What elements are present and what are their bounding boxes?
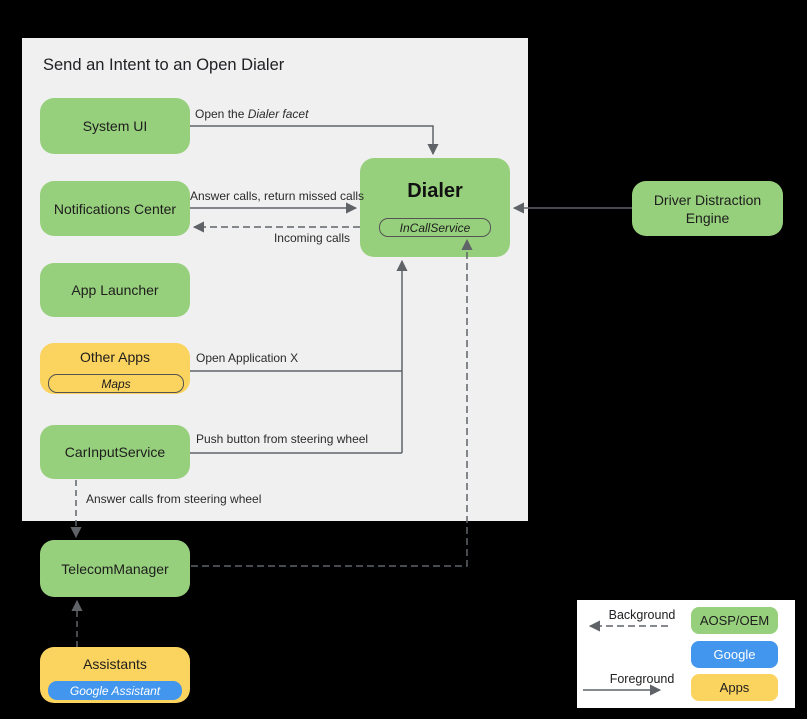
node-label: Assistants bbox=[83, 656, 147, 672]
label-open-dialer-prefix: Open the bbox=[195, 107, 248, 121]
node-telecom-manager: TelecomManager bbox=[40, 540, 190, 597]
label-open-dialer-italic: Dialer facet bbox=[247, 107, 309, 121]
node-system-ui: System UI bbox=[40, 98, 190, 154]
legend-background-label: Background bbox=[608, 608, 676, 622]
node-label: Notifications Center bbox=[53, 200, 177, 217]
label-answer-steering: Answer calls from steering wheel bbox=[86, 492, 262, 506]
legend: Background Foreground AOSP/OEM Google Ap… bbox=[575, 598, 797, 710]
legend-pill-google: Google bbox=[691, 641, 778, 668]
chip-maps: Maps bbox=[48, 374, 184, 393]
node-label: Dialer bbox=[407, 180, 463, 202]
node-assistants: Assistants Google Assistant bbox=[40, 647, 190, 703]
node-label: System UI bbox=[82, 118, 148, 134]
legend-pill-label: Apps bbox=[719, 680, 750, 695]
node-label: TelecomManager bbox=[61, 560, 169, 577]
label-answer-calls: Answer calls, return missed calls bbox=[190, 189, 365, 203]
label-push-button: Push button from steering wheel bbox=[196, 432, 369, 446]
page-title: Send an Intent to an Open Dialer bbox=[43, 56, 285, 74]
node-dialer: Dialer InCallService bbox=[360, 158, 510, 257]
legend-pill-apps: Apps bbox=[691, 674, 778, 701]
node-driver-distraction-engine: Driver Distraction Engine bbox=[632, 181, 783, 236]
node-notifications-center: Notifications Center bbox=[40, 181, 190, 236]
label-incoming-calls: Incoming calls bbox=[273, 231, 350, 245]
legend-foreground-label: Foreground bbox=[609, 672, 675, 686]
node-label: Other Apps bbox=[79, 349, 151, 365]
node-car-input-service: CarInputService bbox=[40, 425, 190, 479]
node-label: Driver Distraction Engine bbox=[653, 191, 762, 226]
chip-incallservice: InCallService bbox=[379, 218, 491, 237]
legend-pill-label: AOSP/OEM bbox=[699, 613, 770, 628]
legend-pill-label: Google bbox=[713, 647, 756, 662]
label-open-dialer-facet: Open the Dialer facet bbox=[195, 107, 308, 121]
legend-pill-aosp-oem: AOSP/OEM bbox=[691, 607, 778, 634]
node-label: CarInputService bbox=[64, 444, 166, 460]
chip-google-assistant: Google Assistant bbox=[48, 681, 182, 700]
node-label: App Launcher bbox=[71, 282, 159, 298]
label-open-application: Open Application X bbox=[196, 351, 299, 365]
node-other-apps: Other Apps Maps bbox=[40, 343, 190, 394]
node-app-launcher: App Launcher bbox=[40, 263, 190, 317]
